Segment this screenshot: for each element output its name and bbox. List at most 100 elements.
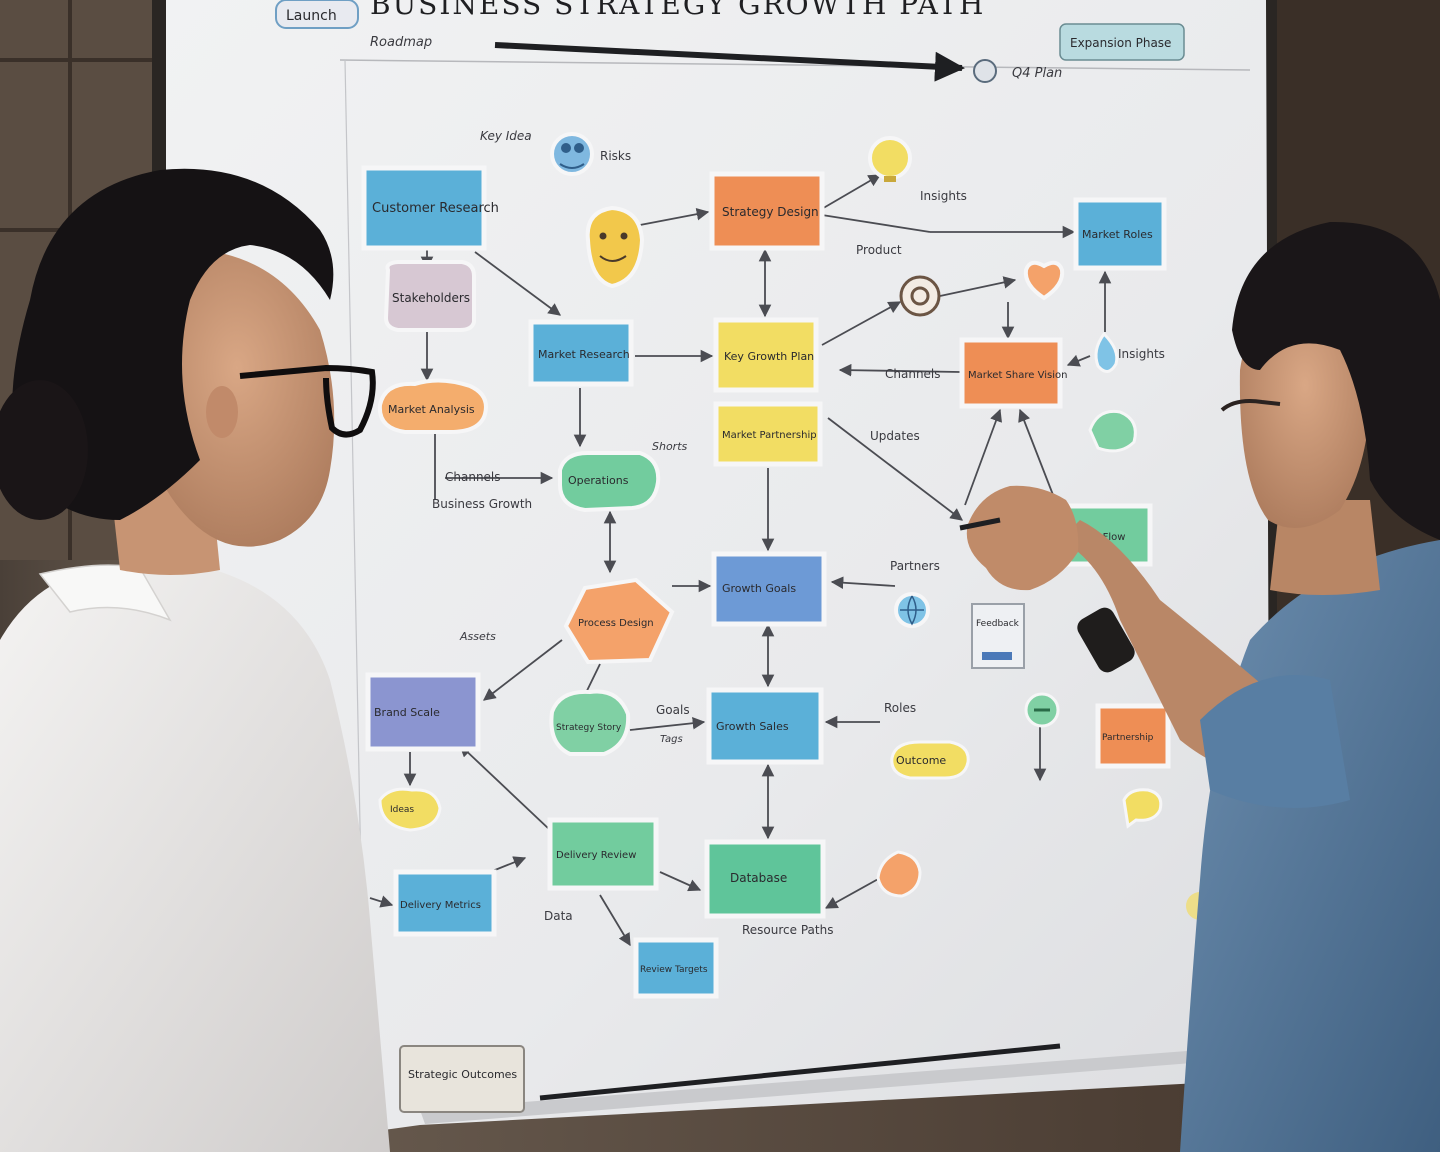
bottom-tag (399, 1045, 525, 1113)
flow-node-label: Brand Scale (374, 706, 440, 719)
header-target-icon (973, 59, 997, 83)
lightbulb-icon (868, 136, 912, 182)
annotation: Product (856, 243, 902, 257)
annotation: Channels (445, 470, 501, 484)
target-icon (899, 275, 941, 317)
bottom-arrow (539, 1043, 1061, 1101)
flow-node-label: Market Analysis (388, 403, 475, 416)
drop-icon (1094, 331, 1119, 373)
top-note-right: Q4 Plan (1012, 66, 1062, 81)
left-ear (206, 386, 238, 438)
top-tag-right (1059, 23, 1185, 61)
people-icon (550, 132, 594, 176)
globe-icon (894, 592, 930, 628)
annotation: Assets (459, 630, 496, 643)
feedback-card-strip (982, 652, 1012, 660)
flow-node (365, 672, 481, 752)
flow-node (713, 317, 819, 393)
annotation: Partners (890, 559, 940, 573)
bottom-tag-label: Strategic Outcomes (408, 1068, 517, 1081)
top-tag-right-label: Expansion Phase (1070, 36, 1171, 50)
annotation: Insights (920, 189, 967, 203)
right-sleeve (1200, 675, 1350, 808)
annotation: Channels (885, 367, 941, 381)
flow-node-label: Growth Sales (716, 720, 789, 733)
flow-node (1095, 703, 1171, 769)
heart-icon (1023, 260, 1065, 301)
annotation: Insights (1118, 347, 1165, 361)
annotations: Key Idea Risks Insights Product Insights… (432, 129, 1165, 937)
face-icon (585, 205, 645, 289)
whiteboard-ledge (420, 1050, 1205, 1124)
flow-node (709, 171, 825, 251)
chat-icon (1122, 788, 1163, 829)
flow-node (377, 378, 488, 434)
flow-node (528, 319, 634, 387)
annotation: Goals (656, 703, 690, 717)
flow-node-label: Market Share Vision (968, 370, 1067, 381)
flow-node-label: Partnership (1102, 733, 1154, 743)
person-left (0, 168, 390, 1152)
flow-node-label: Delivery Review (556, 850, 636, 861)
left-hair (12, 168, 334, 520)
flow-node-label: Market Research (538, 348, 630, 361)
flow-node (959, 337, 1063, 409)
flow-node-label: Outcome (896, 754, 946, 767)
flow-node-label: Growth Goals (722, 582, 796, 595)
top-margin-line (339, 59, 1251, 71)
link-icon (1024, 692, 1060, 728)
flow-node (713, 401, 823, 467)
flow-node (393, 869, 497, 937)
flow-node-label: Process Design (578, 618, 654, 629)
marker-icon (959, 517, 1001, 531)
watch-icon (1077, 607, 1135, 673)
flow-node (378, 787, 442, 832)
annotation: Data (544, 909, 573, 923)
annotation: Tags (660, 734, 683, 745)
annotation: Roles (884, 701, 916, 715)
leaf-icon (1088, 409, 1137, 453)
annotation: Business Growth (432, 497, 532, 511)
board-title: BUSINESS STRATEGY GROWTH PATH (370, 0, 985, 21)
flow-node-label: Strategy Design (722, 205, 819, 219)
header-arrow (494, 42, 965, 82)
flow-node-label: Operations (568, 474, 629, 487)
flow-node-label: Market Partnership (722, 430, 817, 441)
flow-node (890, 740, 970, 780)
flow-node-label: Review Targets (640, 965, 708, 975)
flow-node (633, 937, 719, 999)
annotation: Shorts (652, 440, 688, 453)
flow-node-label: Key Growth Plan (724, 350, 814, 363)
annotation: Risks (600, 149, 631, 163)
left-face (140, 249, 335, 547)
pin-icon (876, 850, 922, 898)
connectors (369, 174, 1112, 947)
flow-node (547, 817, 659, 891)
flow-node (558, 450, 661, 513)
flow-node-label: Market Roles (1082, 228, 1153, 241)
flow-node-label: Strategy Story (556, 723, 622, 733)
left-collar (38, 564, 172, 622)
glasses-right-icon (1220, 399, 1281, 412)
flow-node-label: Ideas (390, 805, 414, 815)
flow-node (1073, 197, 1167, 271)
left-hair-bun (0, 380, 88, 520)
top-tag-left-label: Launch (286, 8, 337, 24)
left-shirt (0, 566, 390, 1152)
annotation: Updates (870, 429, 920, 443)
flow-node-label: Feedback (976, 619, 1020, 629)
pointing-hand (966, 485, 1079, 591)
glasses-left-icon (239, 364, 376, 438)
top-note-left: Roadmap (370, 35, 432, 50)
flow-node-label: Database (730, 871, 787, 885)
flow-node (361, 165, 487, 251)
top-tag-left (275, 0, 359, 29)
person-right (959, 221, 1440, 1152)
flow-node-label: Stakeholders (392, 291, 470, 305)
right-hair (1232, 221, 1440, 540)
flow-node (383, 260, 476, 332)
flow-node-label: Customer Research (372, 201, 499, 216)
flow-node (704, 839, 826, 919)
flow-node (711, 551, 827, 627)
